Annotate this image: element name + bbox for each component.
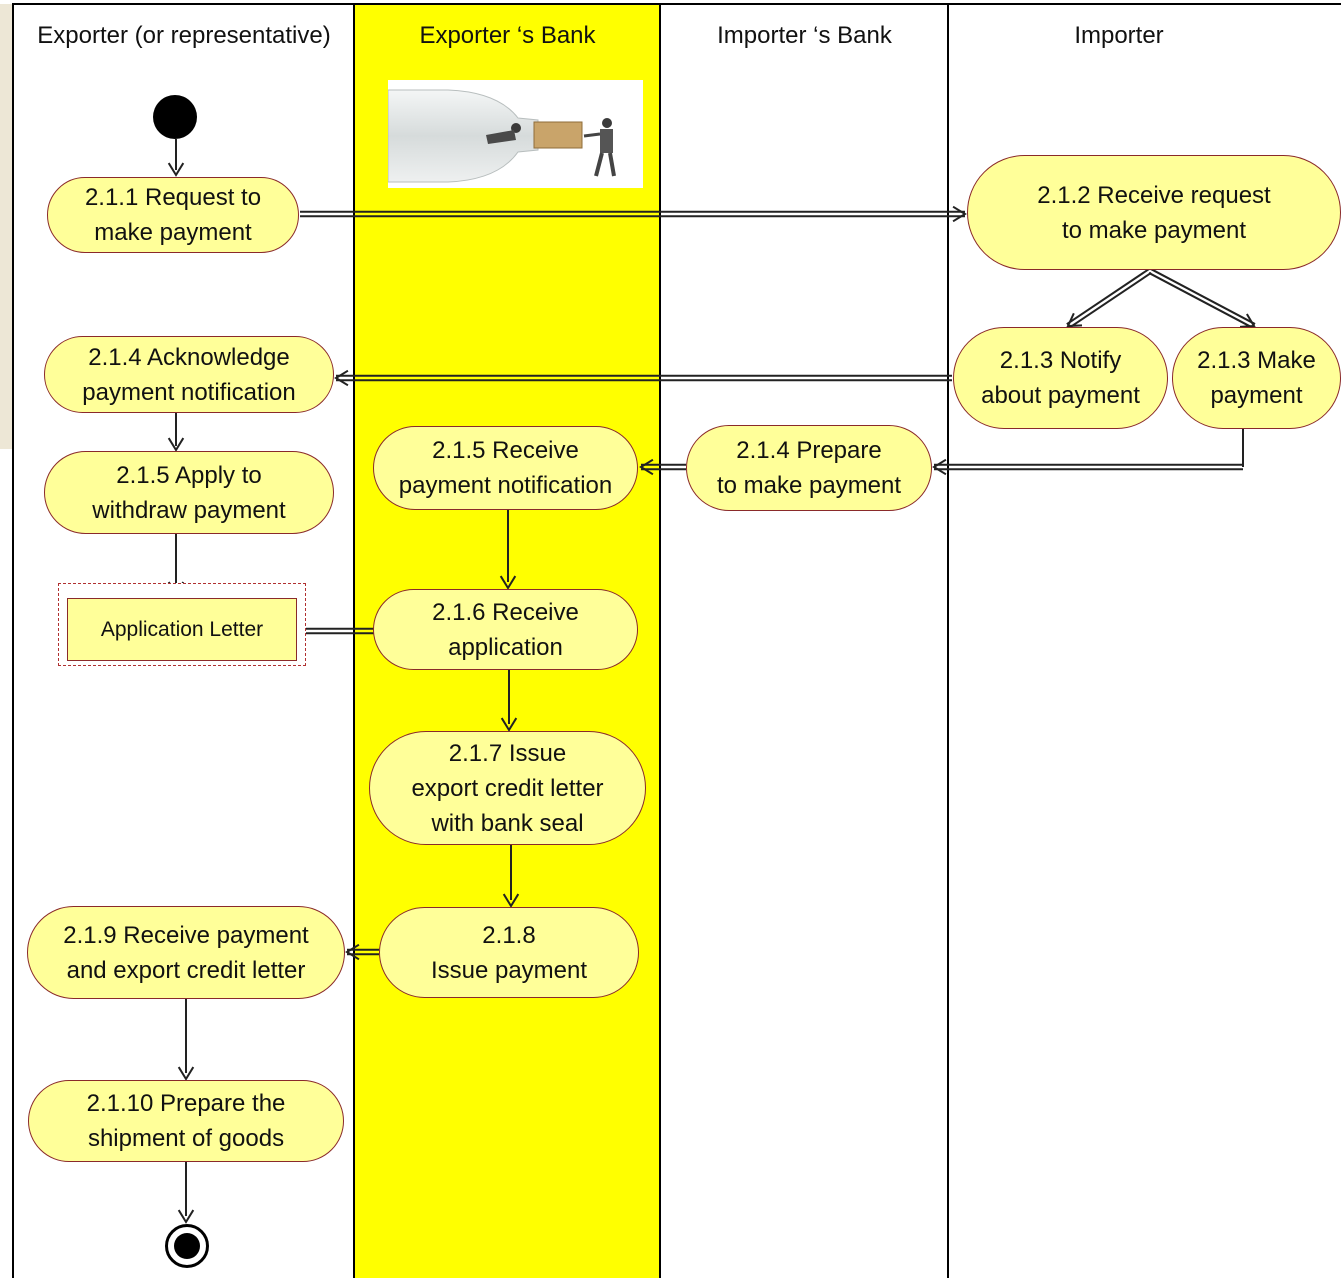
left-edge-tab	[0, 4, 13, 449]
application-letter: Application Letter	[67, 598, 297, 661]
edge-212-to-213b-head	[1239, 313, 1256, 328]
node-2-1-3-notify: 2.1.3 Notify about payment	[953, 327, 1168, 429]
node-2-1-4-acknowledge: 2.1.4 Acknowledge payment notification	[44, 336, 334, 413]
node-2-1-8: 2.1.8 Issue payment	[379, 907, 639, 998]
lane-title-importer-bank: Importer ‘s Bank	[717, 22, 892, 49]
edge-2110-to-end-head	[177, 1209, 195, 1224]
node-2-1-5-apply-label: 2.1.5 Apply to withdraw payment	[92, 461, 286, 524]
edge-217-to-218-head	[502, 893, 520, 908]
edge-219-to-2110-head	[177, 1066, 195, 1081]
application-letter-label: Application Letter	[100, 617, 264, 641]
node-2-1-9: 2.1.9 Receive payment and export credit …	[27, 906, 345, 999]
edge-start-to-211-head	[167, 162, 185, 177]
edge-215b-to-216-head	[499, 575, 517, 590]
node-2-1-4-prepare-label: 2.1.4 Prepare to make payment	[716, 437, 902, 499]
edge-216-to-217-head	[500, 717, 518, 732]
edge-213b-to-214b-head	[932, 458, 947, 476]
edge-213-to-214-head	[334, 369, 349, 387]
node-2-1-2-label: 2.1.2 Receive request to make payment	[1037, 181, 1271, 244]
node-2-1-3-make: 2.1.3 Make payment	[1172, 327, 1341, 429]
node-2-1-10: 2.1.10 Prepare the shipment of goods	[28, 1080, 344, 1162]
node-2-1-5-apply: 2.1.5 Apply to withdraw payment	[44, 451, 334, 534]
initial-node	[153, 95, 197, 139]
edge-212-to-213a-head	[1066, 312, 1083, 328]
node-2-1-8-label: 2.1.8 Issue payment	[430, 921, 588, 984]
node-2-1-4-acknowledge-label: 2.1.4 Acknowledge payment notification	[82, 343, 296, 406]
lane-title-importer: Importer	[1074, 22, 1164, 49]
node-2-1-7-label: 2.1.7 Issue export credit letter with ba…	[411, 739, 604, 837]
node-2-1-6-label: 2.1.6 Receive application	[432, 598, 579, 661]
bottle-illustration	[388, 80, 643, 188]
node-2-1-9-label: 2.1.9 Receive payment and export credit …	[63, 921, 309, 984]
node-2-1-1-label: 2.1.1 Request to make payment	[84, 184, 262, 246]
node-2-1-2: 2.1.2 Receive request to make payment	[967, 155, 1341, 270]
edge-218-to-219-head	[345, 943, 360, 961]
node-2-1-4-prepare: 2.1.4 Prepare to make payment	[686, 425, 932, 511]
node-2-1-5-receive-label: 2.1.5 Receive payment notification	[398, 437, 613, 499]
lane-title-exporter: Exporter (or representative)	[37, 22, 331, 49]
edge-211-to-212-head	[952, 205, 967, 223]
node-2-1-6: 2.1.6 Receive application	[373, 589, 638, 670]
edge-212-to-213b	[1148, 272, 1254, 329]
final-node	[165, 1224, 209, 1268]
node-2-1-3-make-label: 2.1.3 Make payment	[1197, 347, 1316, 409]
node-2-1-1: 2.1.1 Request to make payment	[47, 177, 299, 253]
edge-212-to-213a	[1068, 271, 1152, 329]
edge-214b-to-215b-head	[639, 458, 654, 476]
node-2-1-7: 2.1.7 Issue export credit letter with ba…	[369, 731, 646, 845]
node-2-1-10-label: 2.1.10 Prepare the shipment of goods	[86, 1090, 286, 1152]
lane-title-exporter-bank: Exporter ‘s Bank	[419, 22, 596, 49]
node-2-1-3-notify-label: 2.1.3 Notify about payment	[981, 347, 1140, 409]
node-2-1-5-receive: 2.1.5 Receive payment notification	[373, 426, 638, 510]
edge-212-to-213a	[1066, 268, 1150, 326]
edge-214-to-215-head	[167, 437, 185, 452]
edge-212-to-213b	[1150, 268, 1256, 325]
